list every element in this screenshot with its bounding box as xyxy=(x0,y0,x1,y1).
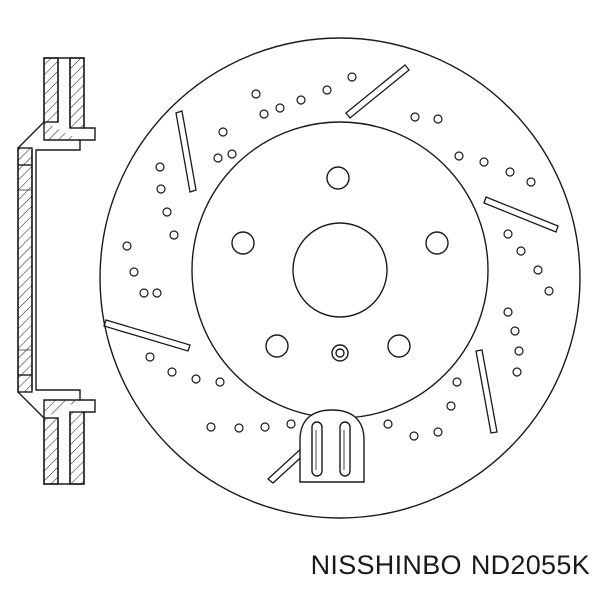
part-number: ND2055K xyxy=(470,550,590,580)
lug-holes xyxy=(231,166,449,358)
disc-cross-section-icon xyxy=(17,57,96,485)
brand-name: NISSHINBO xyxy=(310,550,462,580)
locating-hole xyxy=(331,344,349,362)
disc-front-view-icon xyxy=(99,37,581,519)
vent-notch xyxy=(299,409,365,483)
brake-disc-drawing xyxy=(17,37,581,519)
product-caption: NISSHINBO ND2055K xyxy=(311,550,590,581)
drilled-holes xyxy=(122,72,554,441)
